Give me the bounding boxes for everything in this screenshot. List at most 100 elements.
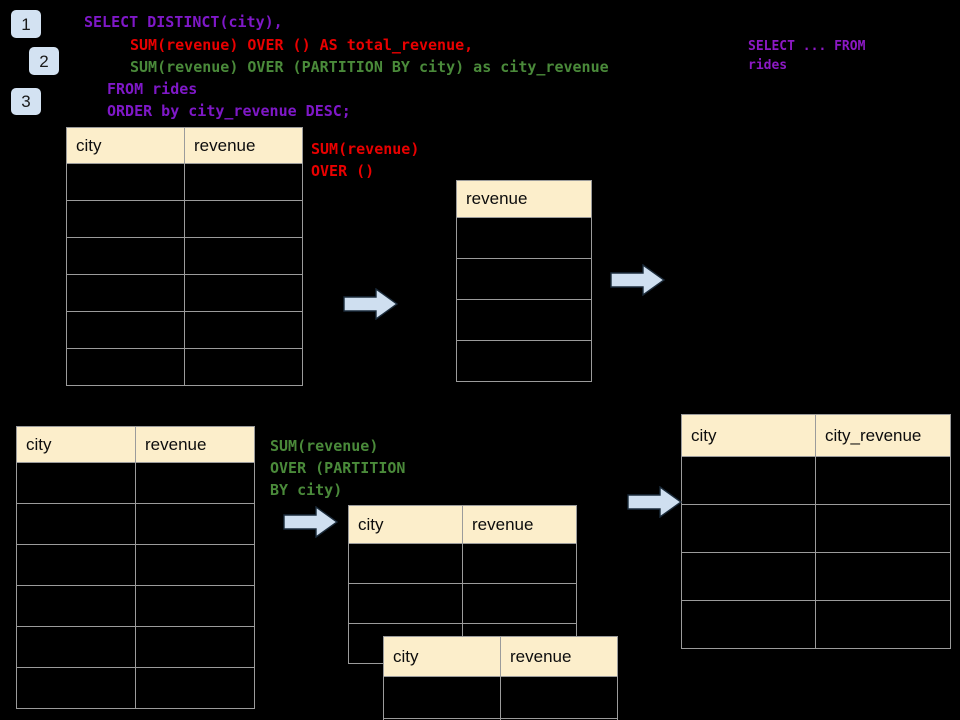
cell-revenue <box>456 340 592 382</box>
step-badge-1-label: 1 <box>21 14 31 34</box>
cell-city <box>66 163 185 201</box>
step-badge-3-label: 3 <box>21 92 31 111</box>
table-rides-bottom: city revenue <box>16 426 255 709</box>
cell-revenue <box>456 299 592 341</box>
table-total-revenue: revenue <box>456 180 592 382</box>
step-badge-3: 3 <box>11 88 41 115</box>
cell-city <box>681 600 816 649</box>
table-header-row: city city_revenue <box>681 414 951 457</box>
cell-city <box>16 462 136 504</box>
cell-revenue <box>456 258 592 300</box>
column-header-revenue: revenue <box>500 636 618 677</box>
cell-revenue <box>135 585 255 627</box>
table-row <box>66 237 303 275</box>
cell-revenue <box>135 626 255 668</box>
cell-revenue <box>462 583 577 624</box>
column-header-city: city <box>681 414 816 457</box>
cell-city <box>16 544 136 586</box>
arrow-total-to-result-icon <box>610 264 665 296</box>
cell-city <box>681 552 816 601</box>
table-partitioned-overlap: city revenue <box>383 636 618 720</box>
table-row <box>348 543 577 584</box>
cell-city <box>348 583 463 624</box>
cell-city <box>66 274 185 312</box>
table-row <box>383 676 618 719</box>
table-row <box>66 163 303 201</box>
cell-city <box>16 626 136 668</box>
cell-city <box>348 543 463 584</box>
cell-city <box>66 348 185 386</box>
cell-city-revenue <box>815 456 951 505</box>
table-result: city city_revenue <box>681 414 951 649</box>
cell-revenue <box>184 274 303 312</box>
table-row <box>383 718 618 720</box>
table-header-row: revenue <box>456 180 592 218</box>
column-header-revenue: revenue <box>135 426 255 463</box>
table-header-row: city revenue <box>348 505 577 544</box>
annotation-select-from-rides: SELECT ... FROM rides <box>748 39 866 73</box>
step-badge-1: 1 <box>11 10 41 38</box>
table-row <box>681 600 951 649</box>
column-header-revenue: revenue <box>462 505 577 544</box>
cell-revenue <box>184 348 303 386</box>
table-header-row: city revenue <box>383 636 618 677</box>
step-badge-2-label: 2 <box>39 51 49 71</box>
step-badge-2: 2 <box>29 47 59 75</box>
sql-line-from-rides: FROM rides <box>107 80 198 98</box>
table-row <box>16 585 255 627</box>
column-header-city-revenue: city_revenue <box>815 414 951 457</box>
cell-revenue <box>135 503 255 545</box>
table-row <box>348 583 577 624</box>
cell-revenue <box>135 667 255 709</box>
annotation-sum-over-partition: SUM(revenue) OVER (PARTITION BY city) <box>270 437 406 499</box>
column-header-city: city <box>348 505 463 544</box>
table-row <box>66 200 303 238</box>
table-row <box>66 348 303 386</box>
cell-city <box>66 311 185 349</box>
cell-revenue <box>462 543 577 584</box>
cell-city <box>16 503 136 545</box>
cell-city-revenue <box>815 504 951 553</box>
sql-line-sum-over-total: SUM(revenue) OVER () AS total_revenue, <box>130 36 474 54</box>
cell-city <box>66 237 185 275</box>
column-header-revenue: revenue <box>456 180 592 218</box>
table-row <box>66 311 303 349</box>
arrow-rides-to-partitioned-icon <box>283 506 338 538</box>
cell-revenue <box>456 217 592 259</box>
column-header-city: city <box>383 636 501 677</box>
table-row <box>16 544 255 586</box>
table-rides-top: city revenue <box>66 127 303 386</box>
cell-revenue <box>135 462 255 504</box>
annotation-sum-over-empty: SUM(revenue) OVER () <box>311 140 420 180</box>
table-row <box>456 217 592 259</box>
sql-line-sum-over-partition: SUM(revenue) OVER (PARTITION BY city) as… <box>130 58 609 76</box>
cell-city-revenue <box>815 600 951 649</box>
table-row <box>681 456 951 505</box>
cell-city <box>16 585 136 627</box>
table-row <box>456 299 592 341</box>
cell-revenue <box>500 718 618 720</box>
column-header-revenue: revenue <box>184 127 303 164</box>
arrow-partitioned-to-result-icon <box>627 486 682 518</box>
table-header-row: city revenue <box>16 426 255 463</box>
table-row <box>16 462 255 504</box>
cell-city <box>383 676 501 719</box>
table-row <box>66 274 303 312</box>
table-row <box>16 503 255 545</box>
cell-city <box>681 504 816 553</box>
cell-revenue <box>500 676 618 719</box>
table-row <box>456 340 592 382</box>
table-header-row: city revenue <box>66 127 303 164</box>
cell-revenue <box>184 163 303 201</box>
table-row <box>16 626 255 668</box>
table-row <box>16 667 255 709</box>
cell-city <box>16 667 136 709</box>
table-row <box>456 258 592 300</box>
cell-city <box>681 456 816 505</box>
table-row <box>681 552 951 601</box>
arrow-rides-to-total-icon <box>343 288 398 320</box>
cell-revenue <box>184 200 303 238</box>
table-row <box>681 504 951 553</box>
cell-revenue <box>184 237 303 275</box>
